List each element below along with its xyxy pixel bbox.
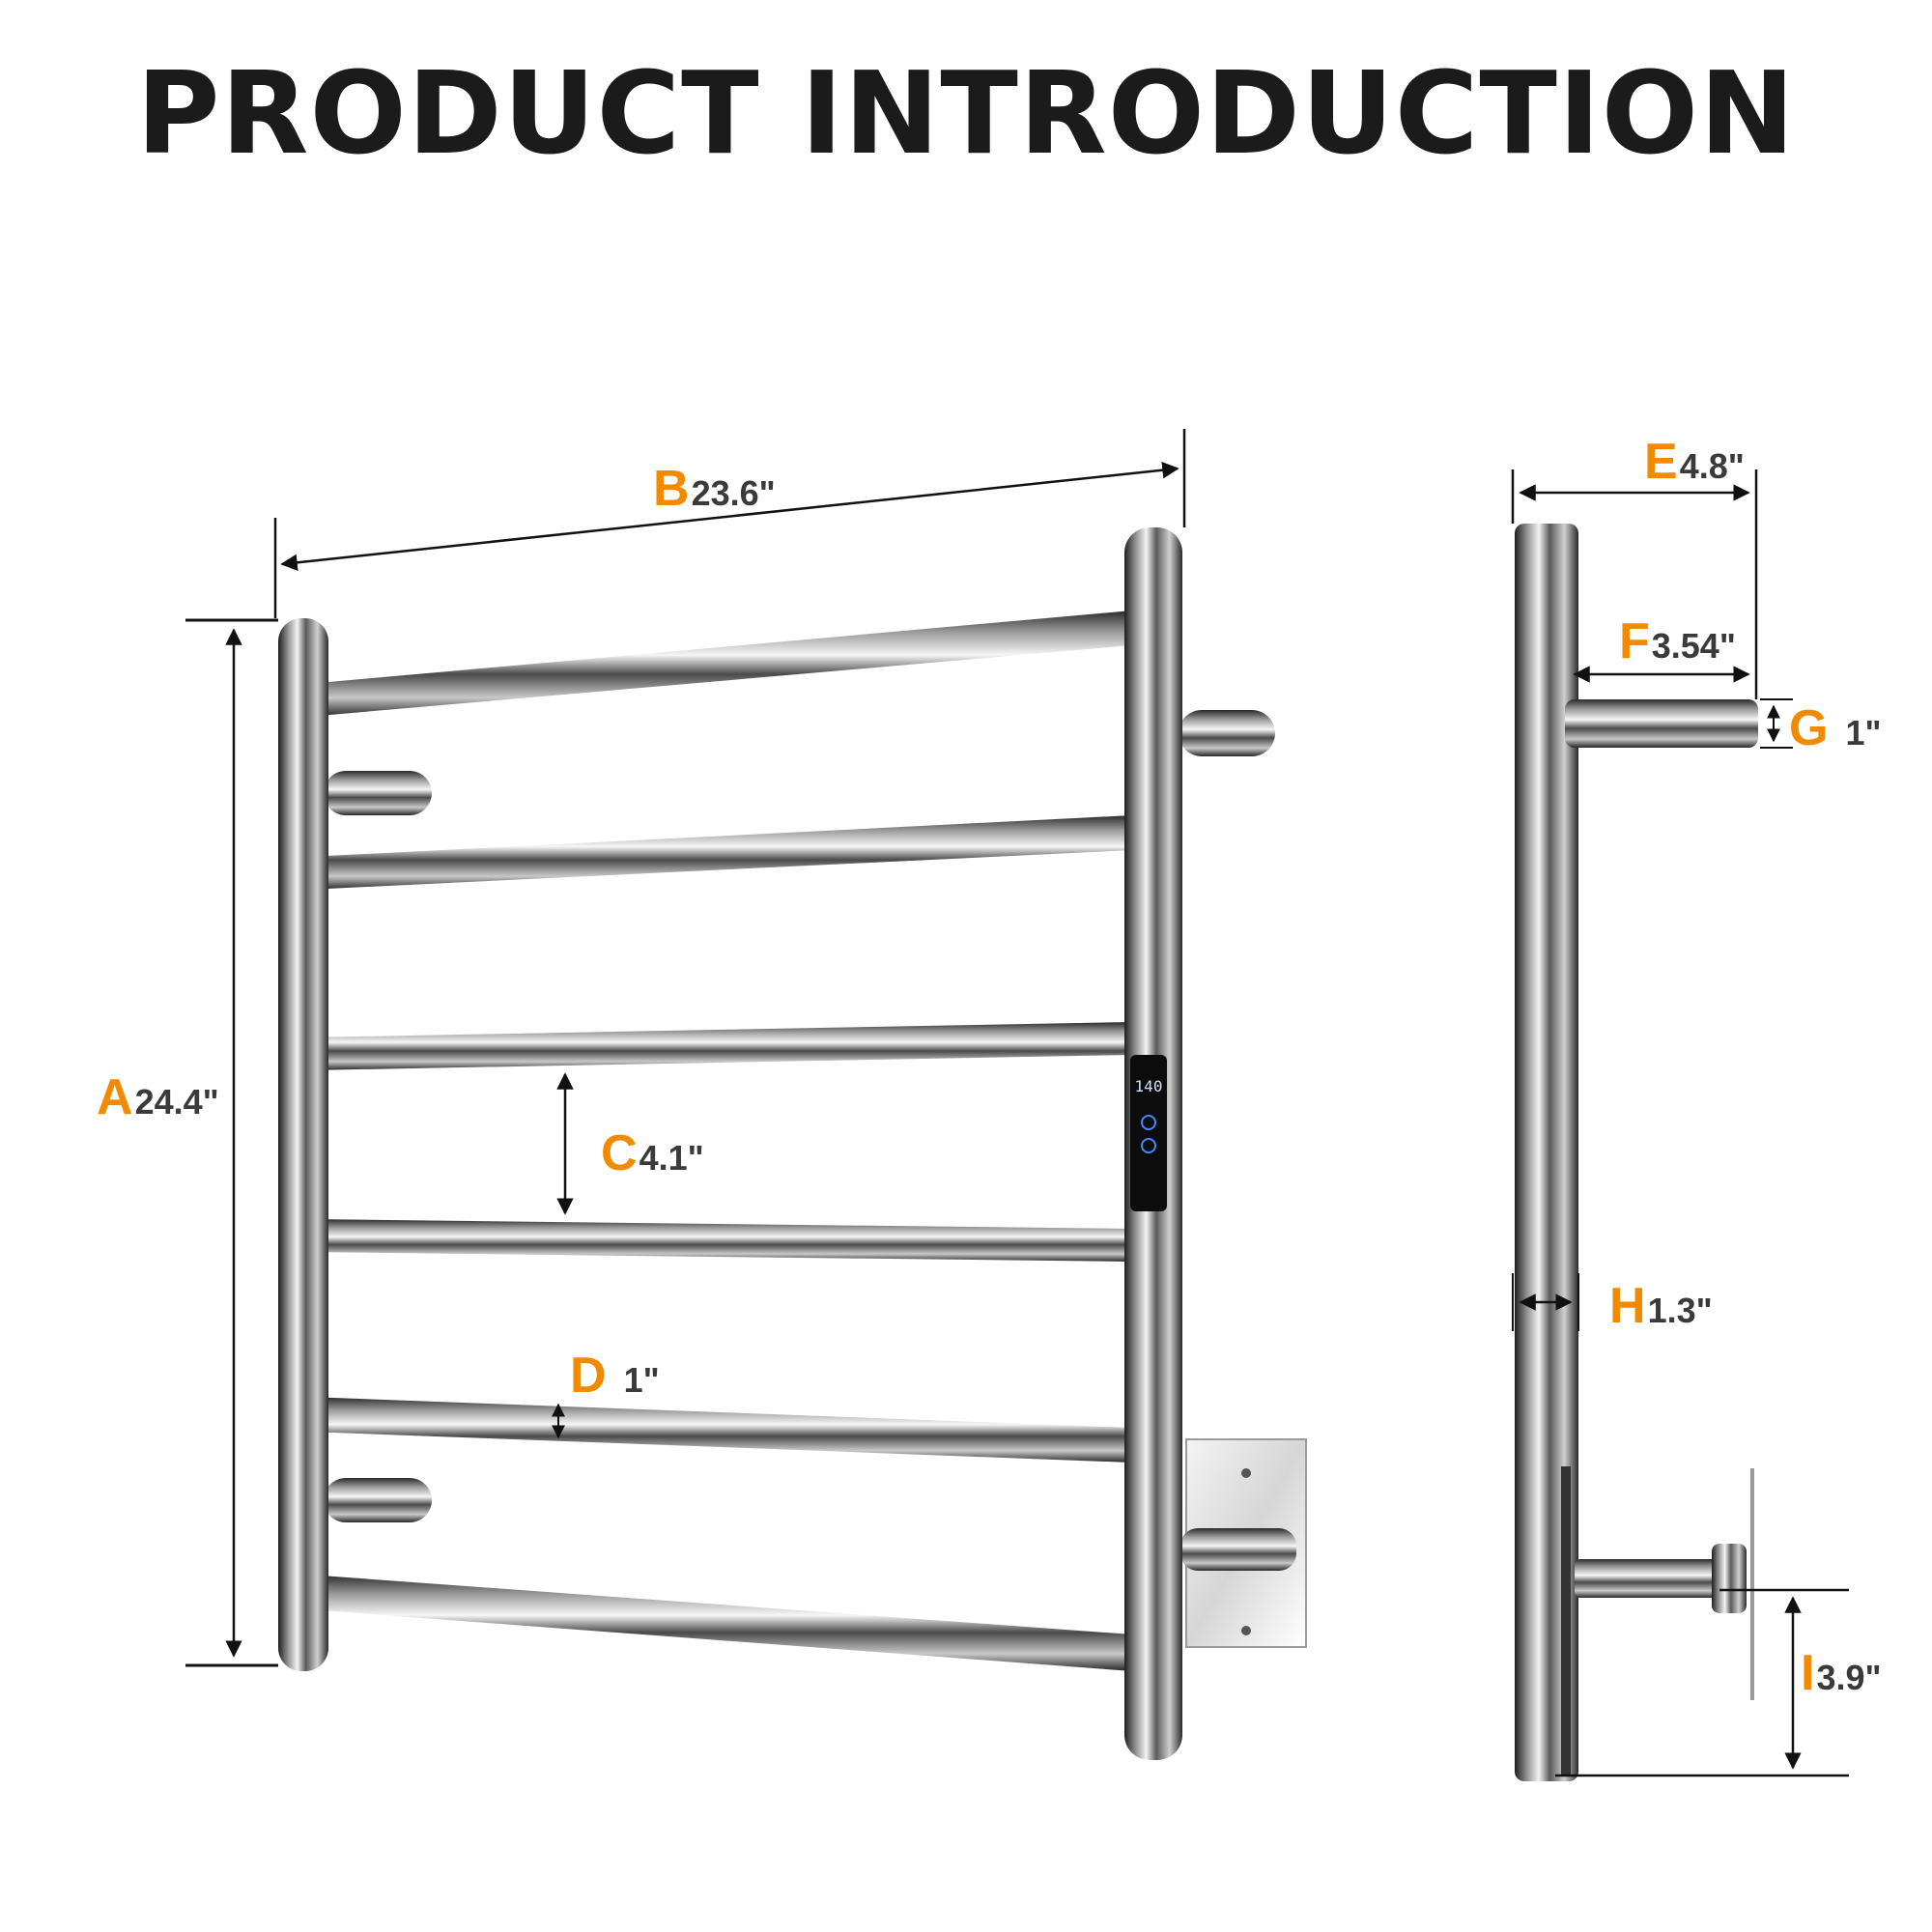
dimension-value: 1" <box>623 1360 660 1400</box>
side-lower-standoff <box>1575 1559 1719 1598</box>
dimension-b-label: B23.6" <box>653 464 776 514</box>
dimension-h-line <box>1512 1273 1579 1331</box>
screw-icon <box>1241 1468 1251 1478</box>
dimension-d-label: D 1" <box>570 1350 660 1401</box>
dimension-g-line <box>1760 698 1793 749</box>
dimension-letter: F <box>1619 613 1650 669</box>
dimension-value: 4.8" <box>1679 446 1745 486</box>
temperature-display: 140 <box>1135 1077 1163 1095</box>
front-view: 140 <box>185 429 1307 1760</box>
dimension-g-label: G 1" <box>1789 703 1882 753</box>
towel-bar <box>307 1022 1132 1070</box>
dimension-value: 1" <box>1845 713 1882 753</box>
dimension-value: 4.1" <box>639 1138 704 1178</box>
dimension-value: 24.4" <box>134 1082 219 1122</box>
dimension-letter: E <box>1644 434 1678 490</box>
dimension-e-label: E4.8" <box>1644 437 1745 487</box>
dimension-value: 3.9" <box>1816 1658 1882 1697</box>
dimension-letter: C <box>601 1125 638 1181</box>
towel-bar <box>307 611 1132 717</box>
dimension-value: 23.6" <box>691 473 776 513</box>
dimension-letter: I <box>1801 1645 1815 1701</box>
towel-bar <box>307 815 1132 890</box>
power-button[interactable] <box>1141 1138 1156 1153</box>
towel-bar <box>307 1219 1132 1262</box>
dimension-b-line <box>273 429 1186 618</box>
dimension-a-line <box>185 618 278 1667</box>
side-lower-mount <box>1712 1544 1747 1613</box>
upper-right-wall-standoff <box>1179 710 1275 756</box>
dimension-f-label: F3.54" <box>1619 616 1736 667</box>
control-panel: 140 <box>1130 1055 1167 1211</box>
dimension-e-line <box>1511 469 1758 699</box>
dimension-letter: B <box>653 461 690 517</box>
screw-icon <box>1241 1626 1251 1635</box>
towel-bar <box>307 1397 1132 1463</box>
dimension-a-label: A24.4" <box>97 1072 219 1122</box>
dimension-h-label: H1.3" <box>1609 1281 1713 1331</box>
side-upper-standoff <box>1565 699 1758 748</box>
bottom-wall-standoff <box>1180 1528 1296 1571</box>
towel-bar <box>307 1575 1132 1671</box>
dimension-i-label: I3.9" <box>1801 1648 1882 1698</box>
dimension-letter: H <box>1609 1278 1646 1334</box>
dimension-letter: G <box>1789 700 1829 756</box>
dimension-value: 1.3" <box>1647 1291 1713 1330</box>
side-post-seam <box>1561 1466 1571 1776</box>
dimension-i-line <box>1555 1588 1849 1777</box>
dimension-value: 3.54" <box>1651 626 1736 666</box>
dimension-letter: A <box>97 1069 133 1125</box>
side-view <box>1511 469 1849 1781</box>
dimension-c-label: C4.1" <box>601 1128 704 1179</box>
towel-bars <box>307 611 1132 1671</box>
upper-left-wall-standoff <box>324 771 432 815</box>
page-title: PRODUCT INTRODUCTION <box>136 46 1796 180</box>
left-vertical-post <box>278 618 328 1671</box>
lower-left-wall-standoff <box>324 1478 432 1522</box>
dimension-letter: D <box>570 1348 607 1404</box>
plus-button[interactable] <box>1141 1115 1156 1130</box>
